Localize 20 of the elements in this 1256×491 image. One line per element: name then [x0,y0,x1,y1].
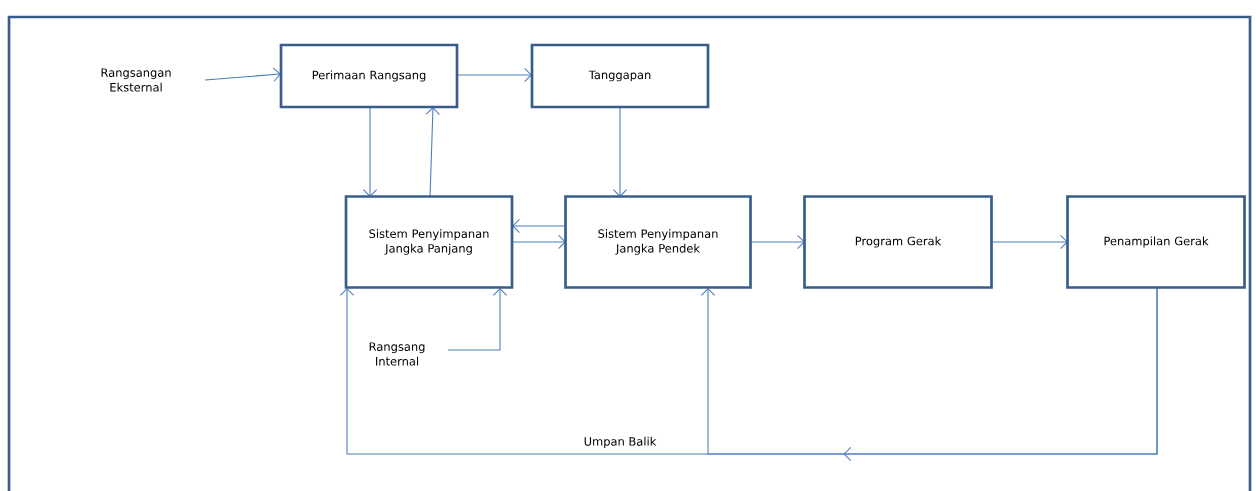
arrow [750,234,805,250]
edge-label: Umpan Balik [584,436,657,448]
process-box: Sistem Penyimpanan Jangka Panjang [344,195,514,289]
process-box: Perimaan Rangsang [279,43,459,109]
arrow [447,288,508,351]
arrow [362,106,378,197]
arrow [456,67,532,83]
arrow [512,218,567,234]
input-label: Rangsangan Eksternal [101,68,171,92]
process-box: Tanggapan [530,43,710,109]
process-box: Sistem Penyimpanan Jangka Pendek [564,195,752,289]
arrow [511,234,566,250]
input-label: Rangsang Internal [369,342,425,366]
arrow [425,107,440,198]
arrow [700,287,1158,455]
arrow [612,106,628,197]
process-box: Program Gerak [803,195,993,289]
process-box: Penampilan Gerak [1066,195,1246,289]
arrow [991,234,1068,250]
arrow [204,67,281,82]
